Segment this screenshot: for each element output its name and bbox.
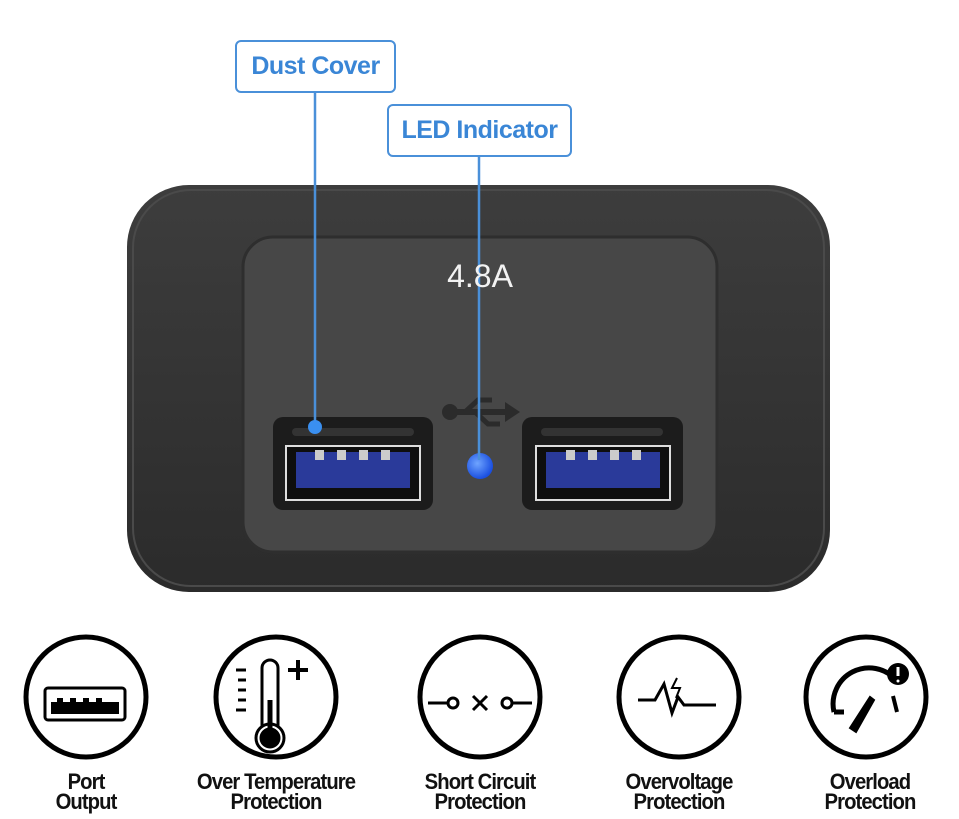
feature-label-overvoltage: Overvoltage Protection bbox=[578, 769, 780, 814]
overload-gauge-icon bbox=[830, 663, 909, 734]
feature-line2: Protection bbox=[633, 789, 726, 814]
overvoltage-circle bbox=[616, 634, 742, 760]
feature-label-over-temperature: Over Temperature Protection bbox=[175, 769, 377, 814]
overload-circle bbox=[803, 634, 929, 760]
feature-line1: Over Temperature bbox=[196, 769, 356, 794]
feature-line2: Protection bbox=[230, 789, 323, 814]
led-indicator-callout: LED Indicator bbox=[387, 104, 572, 157]
feature-line1: Port bbox=[67, 769, 106, 794]
feature-label-overload: Overload Protection bbox=[769, 769, 959, 814]
current-rating-label: 4.8A bbox=[447, 258, 513, 294]
usb-port-right bbox=[522, 417, 683, 510]
feature-label-short-circuit: Short Circuit Protection bbox=[379, 769, 581, 814]
feature-line2: Protection bbox=[824, 789, 917, 814]
feature-line2: Output bbox=[55, 789, 118, 814]
short-circuit-icon bbox=[428, 694, 532, 712]
usb-port-left bbox=[273, 417, 433, 510]
feature-label-port-output: Port Output bbox=[0, 769, 187, 814]
dust-cover-callout: Dust Cover bbox=[235, 40, 396, 93]
led-indicator-light bbox=[467, 453, 493, 479]
usb-port-icon bbox=[43, 686, 127, 722]
over-temperature-circle bbox=[213, 634, 339, 760]
feature-line1: Overload bbox=[829, 769, 911, 794]
feature-line2: Protection bbox=[434, 789, 527, 814]
thermometer-icon bbox=[236, 658, 308, 754]
port-output-circle bbox=[23, 634, 149, 760]
short-circuit-circle bbox=[417, 634, 543, 760]
overvoltage-icon bbox=[638, 677, 716, 718]
feature-line1: Overvoltage bbox=[625, 769, 734, 794]
feature-line1: Short Circuit bbox=[424, 769, 537, 794]
